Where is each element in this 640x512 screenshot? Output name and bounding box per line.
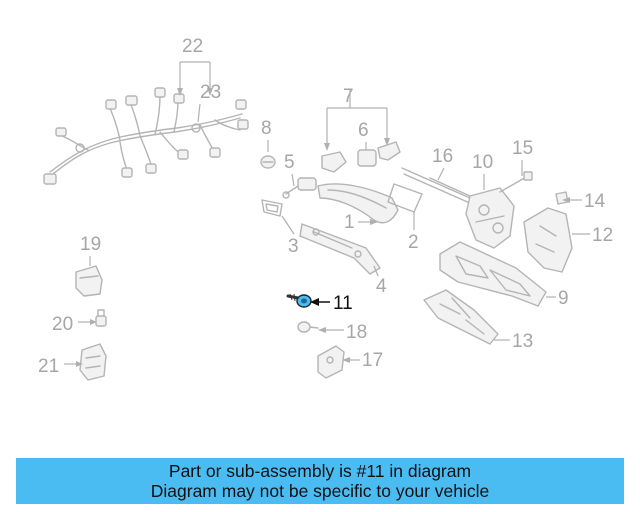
parts-diagram: 22 23 8 5 7 6 1 2 bbox=[38, 36, 613, 381]
callout-23: 23 bbox=[200, 82, 221, 103]
callout-2: 2 bbox=[408, 232, 419, 253]
striker-part bbox=[317, 345, 345, 379]
callout-10: 10 bbox=[472, 152, 493, 173]
callout-6: 6 bbox=[358, 120, 369, 141]
callout-4: 4 bbox=[376, 276, 387, 297]
callout-11: 11 bbox=[333, 293, 353, 314]
lower-hinge-part bbox=[79, 343, 107, 381]
handle-cap-part bbox=[321, 141, 401, 173]
gasket-part bbox=[261, 199, 283, 217]
lock-actuator-part bbox=[465, 187, 515, 249]
rod-part bbox=[401, 167, 473, 205]
wiring-harness-part bbox=[43, 87, 249, 185]
callout-17: 17 bbox=[362, 350, 383, 371]
hinge-part bbox=[75, 265, 103, 297]
grommet-part bbox=[260, 155, 276, 169]
callout-22: 22 bbox=[182, 36, 203, 57]
callout-13: 13 bbox=[512, 331, 533, 352]
clip-part bbox=[555, 191, 569, 205]
latch-cover-part bbox=[523, 207, 573, 273]
highlighted-bolt-part bbox=[286, 293, 312, 308]
inside-handle-part bbox=[439, 241, 547, 307]
callout-18: 18 bbox=[346, 322, 367, 343]
outside-handle-part bbox=[317, 183, 399, 224]
info-banner: Part or sub-assembly is #11 in diagram D… bbox=[16, 458, 624, 504]
screw-part bbox=[297, 321, 319, 333]
bracket-part bbox=[423, 289, 499, 345]
bolt-part bbox=[95, 309, 107, 327]
banner-line-2: Diagram may not be specific to your vehi… bbox=[150, 481, 490, 501]
callout-21: 21 bbox=[38, 356, 59, 377]
callout-16: 16 bbox=[432, 146, 453, 167]
callout-14: 14 bbox=[584, 191, 606, 212]
handle-frame-part bbox=[299, 223, 381, 275]
link-rod-part bbox=[499, 171, 533, 193]
callout-1: 1 bbox=[344, 212, 355, 233]
banner-line-1: Part or sub-assembly is #11 in diagram bbox=[168, 461, 472, 481]
handle-insert-part bbox=[357, 149, 377, 167]
callout-19: 19 bbox=[80, 234, 101, 255]
callout-9: 9 bbox=[558, 288, 569, 309]
callout-20: 20 bbox=[52, 314, 73, 335]
callout-15: 15 bbox=[512, 138, 533, 159]
callout-3: 3 bbox=[288, 236, 299, 257]
callout-7: 7 bbox=[343, 86, 354, 107]
callout-5: 5 bbox=[284, 152, 295, 173]
callout-12: 12 bbox=[592, 225, 613, 246]
callout-8: 8 bbox=[261, 118, 272, 139]
lock-cylinder-part bbox=[282, 177, 317, 199]
